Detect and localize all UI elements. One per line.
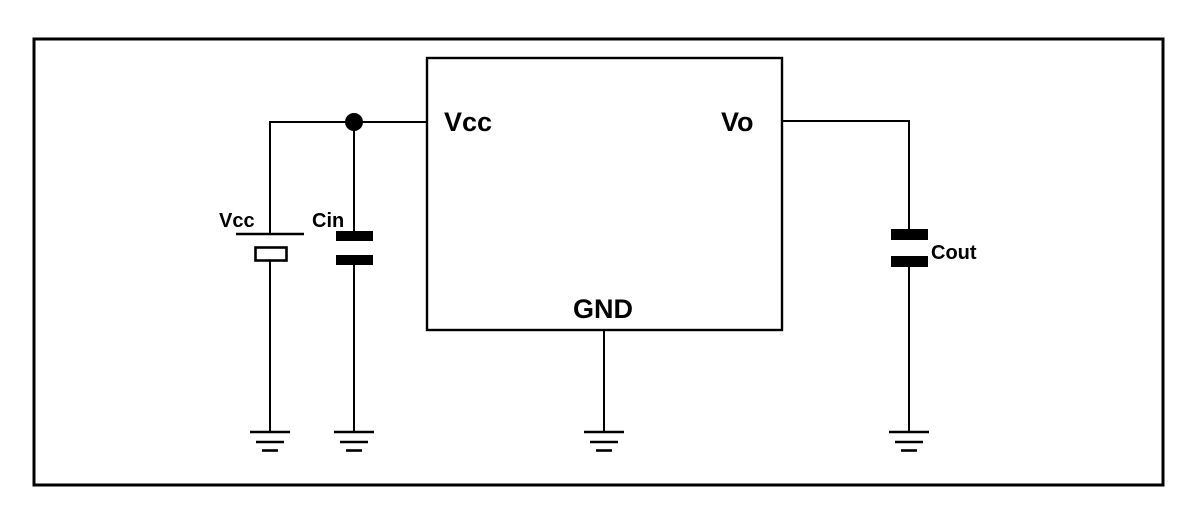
ic-pin-label-gnd: GND <box>573 294 633 324</box>
ground-symbol-supply <box>250 430 290 452</box>
ic-box <box>425 56 784 332</box>
ground-symbol-cout <box>889 430 929 452</box>
ic-pin-label-vo: Vo <box>721 107 754 137</box>
diagram-border-frame <box>32 37 1165 487</box>
ic-pin-label-vcc: Vcc <box>444 107 492 137</box>
ground-symbol-gnd-pin <box>584 430 624 452</box>
battery-body <box>254 246 288 262</box>
input-capacitor-branch: Cin <box>312 122 373 432</box>
cin-plate-top <box>336 231 373 241</box>
output-capacitor-branch: Cout <box>891 120 977 432</box>
output-capacitor-label: Cout <box>931 242 977 264</box>
cin-plate-bottom <box>336 255 373 265</box>
input-capacitor-label: Cin <box>312 210 344 232</box>
voltage-source-branch: Vcc <box>219 121 304 432</box>
cout-plate-top <box>891 229 928 240</box>
supply-label: Vcc <box>219 210 255 232</box>
ground-symbol-cin <box>334 430 374 452</box>
cout-plate-bottom <box>891 256 928 267</box>
